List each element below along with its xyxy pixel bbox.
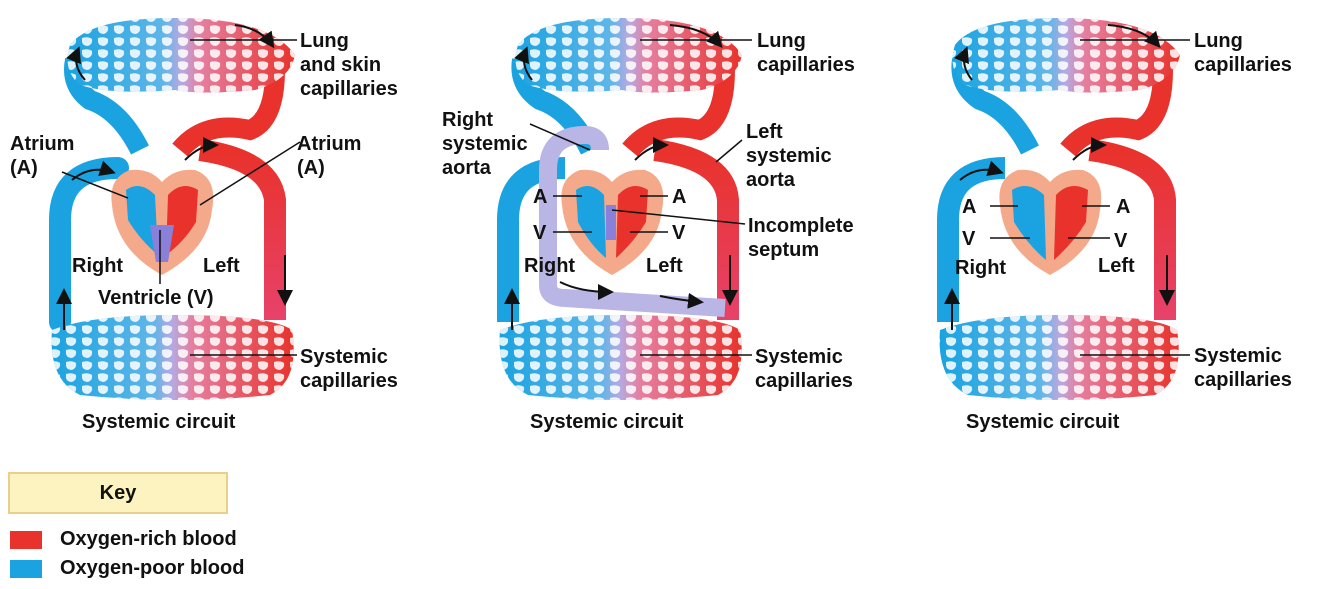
key-item-oxygen-poor: Oxygen-poor blood [10,557,244,580]
panel-3-labels: Lung capillaries A A V V Right Left Syst… [955,30,1292,433]
key-title: Key [99,481,137,504]
caption-panel-2: Systemic circuit [530,411,684,433]
label-ventricle: Ventricle (V) [98,287,214,309]
label-v-left: V [533,222,547,244]
label-septum-1: Incomplete [748,215,854,237]
vessel-to-lungs-red [172,69,285,157]
label-systemic-caps-1: Systemic [1194,345,1282,367]
label-v-left: V [962,228,976,250]
label-septum-2: septum [748,239,819,261]
label-atrium-left-1: Atrium [10,133,74,155]
vessel-right-red [653,139,739,320]
label-systemic-caps-1: Systemic [300,346,388,368]
caption-panel-3: Systemic circuit [966,411,1120,433]
label-left: Left [203,255,240,277]
label-systemic-caps-2: capillaries [1194,369,1292,391]
vessel-left-blue [937,157,1006,322]
label-systemic-caps-2: capillaries [300,370,398,392]
label-atrium-right-2: (A) [297,157,325,179]
label-lung-caps-2: capillaries [1194,54,1292,76]
right-systemic-aorta [539,125,726,317]
label-atrium-left-2: (A) [10,157,38,179]
label-lung-caps-1: Lung [1194,30,1243,52]
label-systemic-caps-1: Systemic [755,346,843,368]
key-item-oxygen-rich: Oxygen-rich blood [10,528,237,551]
label-atrium-right-1: Atrium [297,133,361,155]
label-a-left: A [962,196,976,218]
swatch-oxygen-poor [10,559,42,578]
panel-3-diagram [937,18,1190,400]
key-title-box: Key [8,472,228,514]
label-left-aorta-1: Left [746,121,783,143]
label-right-aorta-1: Right [442,109,493,131]
key-label-oxygen-poor: Oxygen-poor blood [60,557,245,579]
label-a-right: A [1116,196,1130,218]
label-systemic-caps-2: capillaries [755,370,853,392]
label-v-right: V [1114,230,1128,252]
label-right: Right [524,255,575,277]
label-right-aorta-2: systemic [442,133,528,155]
swatch-oxygen-rich [10,530,42,549]
label-left-aorta-2: systemic [746,145,832,167]
caption-panel-1: Systemic circuit [82,411,236,433]
panel-2-diagram [497,18,752,400]
label-lung-caps-1: Lung [757,30,806,52]
label-right-aorta-3: aorta [442,157,492,179]
label-lung-caps-1: Lung [300,30,349,52]
label-right: Right [955,257,1006,279]
label-lung-caps-2: capillaries [757,54,855,76]
label-right: Right [72,255,123,277]
label-v-right: V [672,222,686,244]
label-a-left: A [533,186,547,208]
panel-1-labels: Lung and skin capillaries Atrium (A) Atr… [10,30,398,433]
key-label-oxygen-rich: Oxygen-rich blood [60,528,237,550]
label-left: Left [646,255,683,277]
panel-2-labels: Lung capillaries Right systemic aorta Le… [442,30,855,433]
label-lung-caps-2: and skin [300,54,381,76]
vessel-right-red [1088,139,1176,320]
label-left-aorta-3: aorta [746,169,796,191]
panel-1-diagram [49,18,301,400]
label-left: Left [1098,255,1135,277]
label-a-right: A [672,186,686,208]
label-lung-caps-3: capillaries [300,78,398,100]
